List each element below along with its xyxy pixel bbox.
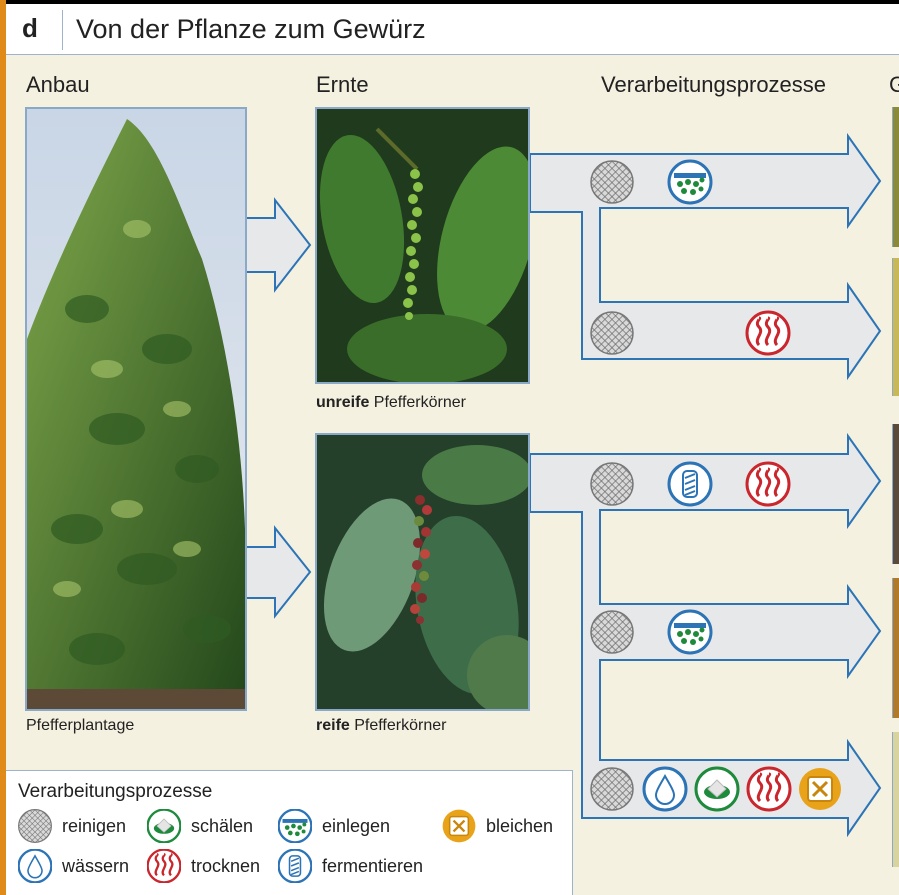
row5-bleichen-icon xyxy=(797,766,843,812)
page-title: Von der Pflanze zum Gewürz xyxy=(76,14,426,44)
legend-item-schaelen: schälen xyxy=(147,809,253,843)
fermentieren-icon xyxy=(278,849,312,883)
row5-schaelen-icon xyxy=(694,766,740,812)
legend-label: reinigen xyxy=(62,815,127,836)
caption-ripe: reife Pfefferkörner xyxy=(316,717,446,735)
product-thumb-1 xyxy=(892,107,899,247)
legend-title: Verarbeitungsprozesse xyxy=(18,781,213,802)
header-divider xyxy=(62,10,63,50)
ripe-pepper-photo xyxy=(315,433,530,711)
product-thumb-5 xyxy=(892,732,899,867)
column-heading-ernte: Ernte xyxy=(316,72,369,97)
arrow-anbau-ripe xyxy=(245,525,312,619)
caption-ripe-rest: Pfefferkörner xyxy=(349,717,447,734)
legend-label: wässern xyxy=(62,855,130,876)
row3-fermentieren-icon xyxy=(667,461,713,507)
legend-label: fermentieren xyxy=(322,855,424,876)
column-heading-verarbeitung: Verarbeitungsprozesse xyxy=(601,72,827,97)
row2-reinigen-icon xyxy=(590,311,634,355)
legend-label: einlegen xyxy=(322,815,391,836)
legend-label: schälen xyxy=(191,815,254,836)
product-thumb-4 xyxy=(892,578,899,718)
row1-reinigen-icon xyxy=(590,160,634,204)
row2-trocknen-icon xyxy=(745,310,791,356)
waessern-icon xyxy=(18,849,52,883)
legend-item-fermentieren: fermentieren xyxy=(278,849,423,883)
trocknen-icon xyxy=(147,849,181,883)
bleichen-icon xyxy=(442,809,476,843)
product-thumb-2 xyxy=(892,258,899,396)
caption-ripe-bold: reife xyxy=(316,717,350,734)
caption-unripe: unreife Pfefferkörner xyxy=(316,394,466,412)
column-heading-anbau: Anbau xyxy=(26,72,90,97)
row4-einlegen-icon xyxy=(667,609,713,655)
caption-unripe-rest: Pfefferkörner xyxy=(369,394,466,411)
einlegen-icon xyxy=(278,809,312,843)
row5-reinigen-icon xyxy=(590,767,634,811)
row1-einlegen-icon xyxy=(667,159,713,205)
row4-reinigen-icon xyxy=(590,610,634,654)
legend-item-trocknen: trocknen xyxy=(147,849,260,883)
product-thumb-3 xyxy=(892,424,899,564)
legend-item-reinigen: reinigen xyxy=(18,809,126,843)
legend-label: trocknen xyxy=(191,855,261,876)
row5-trocknen-icon xyxy=(746,766,792,812)
legend-label: bleichen xyxy=(486,815,554,836)
legend-item-waessern: wässern xyxy=(18,849,129,883)
column-heading-cut: G xyxy=(889,72,899,97)
plantation-photo xyxy=(25,107,247,711)
legend: Verarbeitungsprozesse reinigen schälen e… xyxy=(6,770,573,895)
legend-item-einlegen: einlegen xyxy=(278,809,390,843)
header: d Von der Pflanze zum Gewürz xyxy=(6,4,899,55)
row3-reinigen-icon xyxy=(590,462,634,506)
schaelen-icon xyxy=(147,809,181,843)
reinigen-icon xyxy=(18,809,52,843)
caption-plantation: Pfefferplantage xyxy=(26,717,135,734)
row5-waessern-icon xyxy=(642,766,688,812)
legend-item-bleichen: bleichen xyxy=(442,809,553,843)
caption-unripe-bold: unreife xyxy=(316,394,370,411)
unripe-pepper-photo xyxy=(315,107,530,384)
row3-trocknen-icon xyxy=(745,461,791,507)
arrow-anbau-unripe xyxy=(245,197,312,293)
section-letter: d xyxy=(22,13,38,43)
left-accent-bar xyxy=(0,0,6,895)
